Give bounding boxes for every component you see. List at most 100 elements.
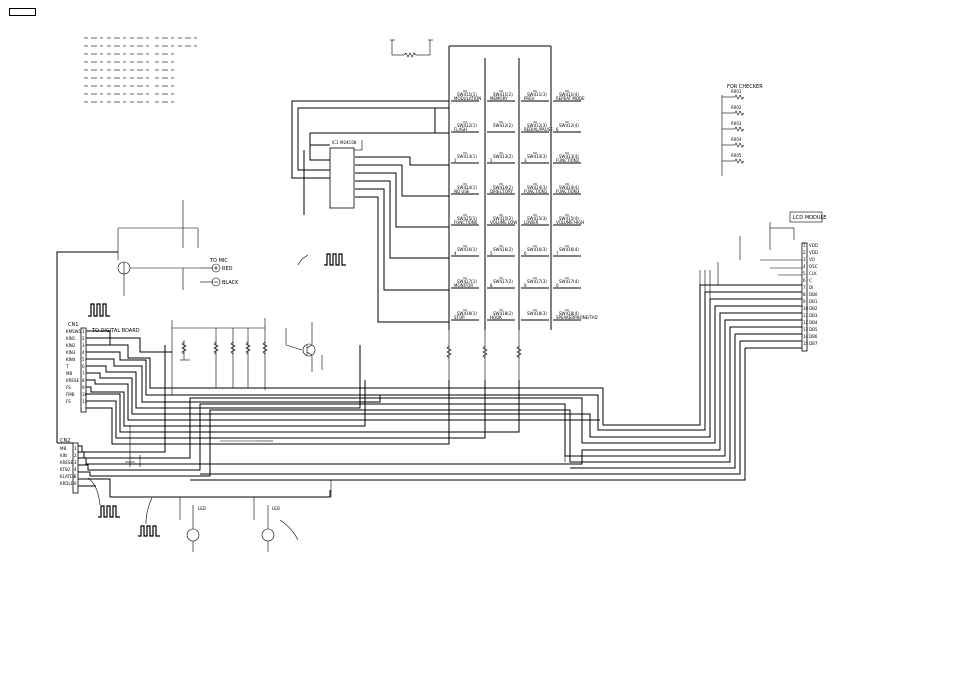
- lcd-pin-label: DB3: [809, 313, 818, 318]
- switch-ref: SW413(1): [457, 154, 477, 159]
- cn1-pin-label: KIN4: [66, 357, 76, 362]
- switch-cell: SW418(3): [518, 309, 549, 321]
- misc-lower-wiring: [125, 425, 566, 497]
- vertical-resistor: [262, 341, 268, 355]
- lcd-pin-number: 14: [803, 334, 809, 339]
- lcd-pin-number: 5: [803, 271, 806, 276]
- vertical-resistor: [230, 341, 236, 355]
- switch-label: 2: [490, 158, 493, 163]
- switch-label: VOLUME LOW: [490, 220, 517, 225]
- pulldown-resistor: [482, 345, 488, 359]
- red-label: RED: [222, 266, 233, 272]
- lcd-pin-label: VO: [809, 257, 815, 262]
- switch-ref: SW418(4): [559, 311, 579, 316]
- vertical-resistor: [245, 341, 251, 355]
- cn2-pin-label: KRESE: [60, 460, 73, 465]
- switch-ref: SW416(4): [559, 247, 579, 252]
- cn1-pin-label: MB: [66, 371, 72, 376]
- switch-ref: SW417(4): [559, 279, 579, 284]
- switch-ref: SW418(1): [457, 311, 477, 316]
- cn1-pin-number: 2: [82, 336, 85, 341]
- vertical-resistor: [181, 341, 187, 355]
- switch-ref: SW415(4): [559, 216, 579, 221]
- lcd-pin-label: DB4: [809, 320, 818, 325]
- switch-ref: SW412(1): [457, 123, 477, 128]
- switch-ref: SW411(4): [559, 92, 579, 97]
- lamp-right: LED: [253, 497, 299, 552]
- switch-ref: SW417(2): [493, 279, 513, 284]
- switch-ref: SW414(1): [457, 185, 477, 190]
- switch-label: STOP: [454, 315, 465, 320]
- switch-ref: SW411(3): [527, 92, 547, 97]
- switch-label: FUNCTION0: [454, 220, 478, 225]
- switch-ref: SW413(4): [559, 154, 579, 159]
- part-reference-grid: [84, 37, 197, 103]
- matrix-row-wiring: [291, 100, 449, 323]
- switch-cell: SW411(2)MEMORY: [484, 90, 515, 102]
- lcd-pin-number: 11: [803, 313, 809, 318]
- cn2-pin-number: 5: [74, 474, 77, 479]
- cn1-pin-number: 10: [82, 392, 88, 397]
- for-checker-label: FOR CHECKER: [727, 84, 763, 90]
- switch-label: NO USE: [454, 189, 470, 194]
- to-mic-label: TO MIC: [209, 258, 228, 264]
- cn1-pin-label: KIN3: [66, 350, 76, 355]
- waveform-icon-2: [88, 303, 110, 317]
- switch-label: FLASH: [454, 127, 467, 132]
- lcd-module: LCD MODULE VDD1VDD2VO3OSC4CLK5C6DI7DB08D…: [699, 211, 826, 352]
- checker-resistor-label: R002: [731, 105, 742, 110]
- checker-resistor: R003: [722, 121, 745, 132]
- switch-cell: SW418(2)HOOK: [484, 309, 515, 321]
- cn1-pin-label: KMSW1: [66, 329, 82, 334]
- cn1-pin-label: KRESE: [66, 378, 79, 383]
- cn1-pin-number: 5: [82, 357, 85, 362]
- lcd-pin-label: DB2: [809, 306, 818, 311]
- switch-cell: SW415(3)LOWER: [518, 214, 549, 226]
- cn1-pin-number: 11: [82, 399, 88, 404]
- switch-cell: SW414(4)FUNCTION3: [550, 183, 581, 195]
- switch-label: FUNCTION3: [556, 189, 580, 194]
- cn2-pin-label: KIN: [60, 453, 67, 458]
- lcd-pin-label: DB6: [809, 334, 818, 339]
- switch-label: VOLUME HIGH: [556, 220, 584, 225]
- switch-cell: SW417(1)MONITOR: [448, 277, 479, 289]
- ic1-label: IC1: [332, 140, 339, 145]
- switch-label: REDIAL/PAUSE: [524, 127, 553, 132]
- cn1-pin-label: FMB: [66, 392, 75, 397]
- resistor-bank: [181, 341, 268, 355]
- lcd-module-label: LCD MODULE: [793, 215, 826, 221]
- checker-resistor: R002: [722, 105, 745, 116]
- cn1-pin-label: FS: [66, 385, 71, 390]
- cn1-pin-label: KIN2: [66, 343, 76, 348]
- switch-cell: SW413(3)3: [518, 152, 549, 164]
- cn2-pin-label: MB: [60, 446, 66, 451]
- lamp-right-label: LED: [272, 506, 280, 511]
- switch-label: DIRECTORY: [490, 189, 513, 194]
- switch-ref: SW414(3): [527, 185, 547, 190]
- ic1-chip: IC1 M24C08: [329, 140, 363, 209]
- page-tag: [9, 8, 36, 16]
- lcd-pin-number: 2: [803, 250, 806, 255]
- switch-cell: SW413(1)1: [448, 152, 479, 164]
- switch-ref: SW417(1): [457, 279, 477, 284]
- cn2-pin-number: 6: [74, 481, 77, 486]
- switch-label: MODULATION: [454, 96, 481, 101]
- lcd-pin-label: DB5: [809, 327, 818, 332]
- switch-cell: SW418(4)SPEAKERPHONE/TAD: [550, 309, 598, 321]
- switch-label: 8: [490, 283, 493, 288]
- switch-label: 4: [454, 251, 457, 256]
- switch-cell: SW411(3)PREV: [518, 90, 549, 102]
- switch-ref: SW411(1): [457, 92, 477, 97]
- cn2-pin-label: KLATCH: [60, 474, 75, 479]
- top-resistor-group: [390, 39, 433, 58]
- to-digital-board-label: TO DIGITAL BOARD: [91, 328, 140, 334]
- switch-cell: SW415(1)FUNCTION0: [448, 214, 479, 226]
- cn1-pin-label: T: [65, 364, 69, 369]
- cn2-pin-number: 2: [74, 453, 77, 458]
- ic1-sub-label: M24C08: [340, 140, 357, 145]
- lcd-pin-number: 7: [803, 285, 806, 290]
- lcd-pin-number: 6: [803, 278, 806, 283]
